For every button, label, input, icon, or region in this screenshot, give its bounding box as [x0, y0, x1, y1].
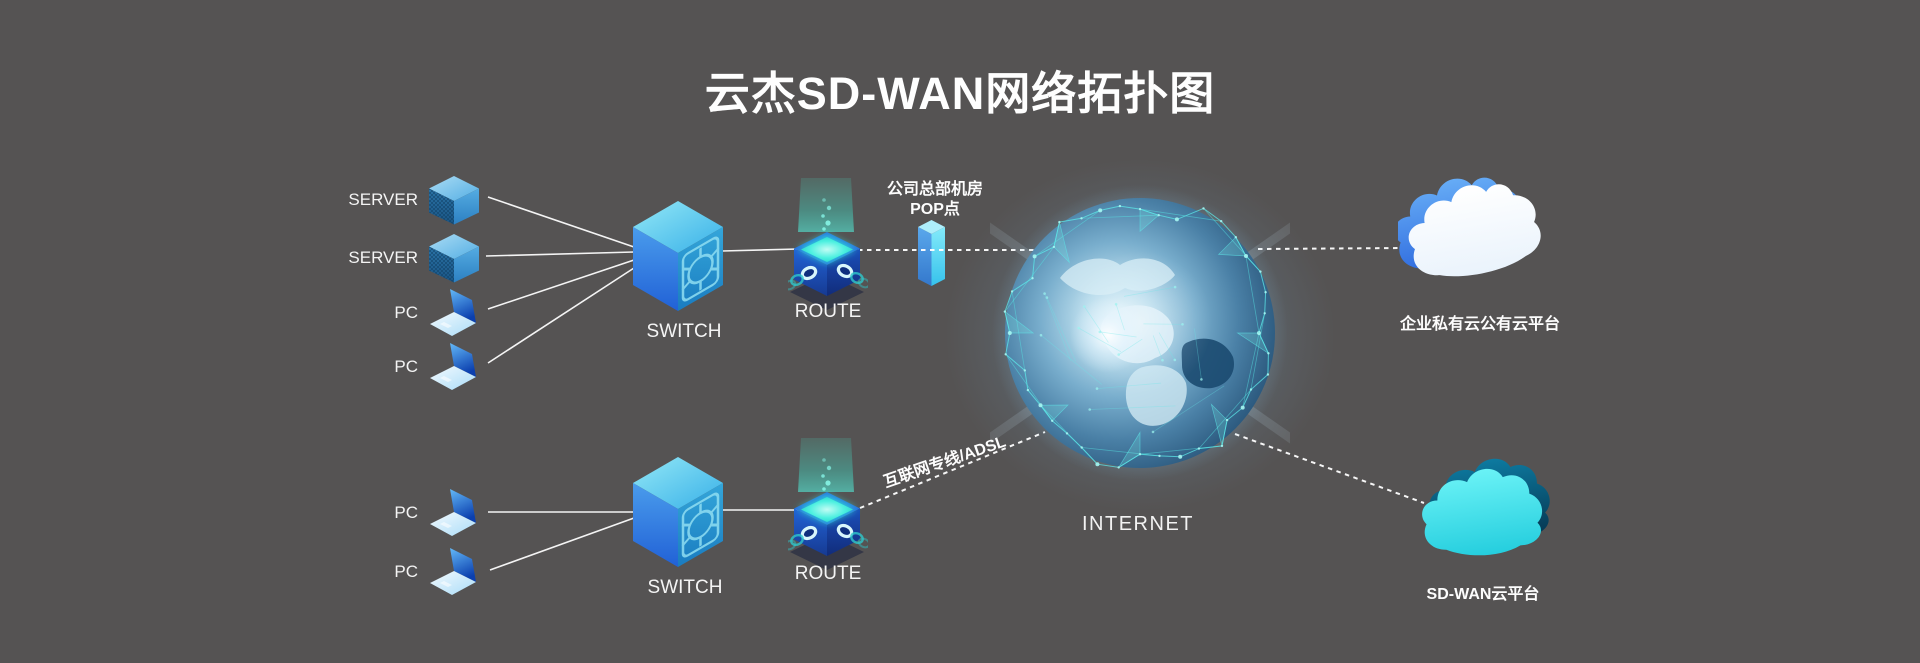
switch-icon [633, 201, 723, 311]
device-label: PC [394, 357, 418, 376]
pop-label-line2: POP点 [910, 201, 960, 218]
device-label: SERVER [348, 190, 418, 209]
server-icon [429, 176, 479, 225]
pop-label: 公司总部机房 POP点 [865, 180, 1005, 220]
router-icon [788, 178, 868, 310]
cloud-icon-enterprise [1398, 177, 1541, 277]
switch-label: SWITCH [646, 321, 722, 342]
device-server-2: SERVER [348, 233, 480, 283]
laptop-icon [430, 289, 476, 336]
switch-icon [633, 457, 723, 567]
device-pc-3: PC [348, 489, 478, 537]
device-label: PC [394, 303, 418, 322]
device-pc-2: PC [348, 343, 478, 391]
route-label: ROUTE [794, 563, 862, 584]
page-title: 云杰SD-WAN网络拓扑图 [704, 68, 1216, 119]
cloud-icon-sdwan [1422, 458, 1550, 556]
device-pc-1: PC [348, 289, 478, 337]
device-pc-4: PC [348, 548, 478, 596]
device-label: SERVER [348, 248, 418, 267]
laptop-icon [430, 343, 476, 390]
internet-globe-icon [990, 183, 1290, 483]
pop-label-line1: 公司总部机房 [886, 181, 983, 198]
laptop-icon [430, 548, 476, 595]
globe-wireframe [1003, 204, 1270, 469]
sdwan-cloud-label: SD-WAN云平台 [1426, 586, 1540, 603]
device-server-1: SERVER [348, 175, 480, 225]
server-icon [429, 234, 479, 283]
device-label: PC [394, 503, 418, 522]
laptop-icon [430, 489, 476, 536]
pop-node-icon [918, 220, 945, 286]
switch-label: SWITCH [647, 577, 723, 598]
device-label: PC [394, 562, 418, 581]
internet-label: INTERNET [1082, 513, 1194, 535]
enterprise-cloud-label: 企业私有云公有云平台 [1399, 316, 1560, 333]
route-label: ROUTE [794, 301, 862, 322]
router-icon [788, 438, 868, 570]
